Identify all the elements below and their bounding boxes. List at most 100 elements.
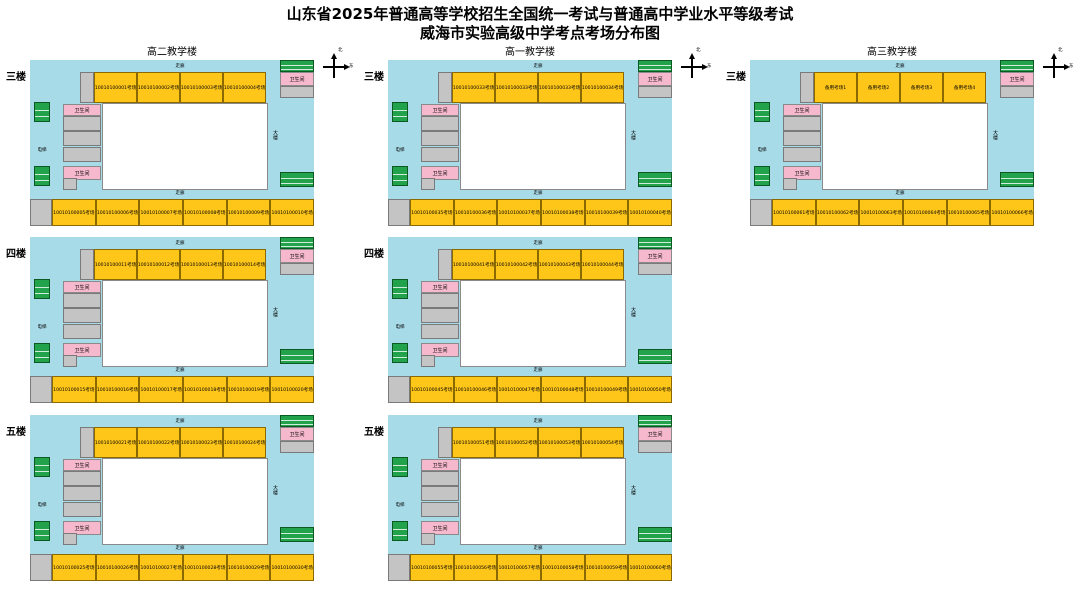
storage-block [30, 376, 52, 403]
service-room [63, 324, 101, 339]
toilet: 卫生间 [638, 249, 672, 263]
compass-east-label: 东 [707, 64, 712, 69]
stairwell [34, 279, 50, 299]
toilet: 卫生间 [280, 249, 314, 263]
toilet: 卫生间 [638, 427, 672, 441]
exam-room: 10010100003考场 [180, 72, 223, 103]
corridor-label-bottom: 走廊 [175, 546, 185, 551]
service-room [63, 308, 101, 323]
service-room [638, 263, 672, 275]
exam-room: 10010100004考场 [223, 72, 266, 103]
courtyard [822, 103, 988, 190]
compass-icon [1040, 53, 1074, 79]
exam-room: 10010100038考场 [541, 199, 585, 226]
stairwell [34, 166, 50, 186]
stairwell [280, 172, 314, 187]
stairs-label: 大楼 [272, 130, 278, 140]
stairwell [280, 237, 314, 249]
service-room [421, 131, 459, 146]
storage-block [750, 199, 772, 226]
service-room [421, 308, 459, 323]
exam-room: 10010100018考场 [183, 376, 227, 403]
exam-room: 10010100019考场 [226, 376, 271, 403]
sub-title: 威海市实验高级中学考点考场分布图 [419, 24, 660, 42]
toilet: 卫生间 [280, 72, 314, 86]
courtyard [460, 458, 626, 545]
exam-room: 10010100021考场 [94, 427, 137, 458]
toilet: 卫生间 [638, 72, 672, 86]
exam-room: 10010100002考场 [137, 72, 180, 103]
service-room [421, 147, 459, 162]
stairs-label: 大楼 [272, 485, 278, 495]
elevator-label: 电梯 [757, 148, 767, 153]
floor-label: 四楼 [6, 249, 26, 260]
building-name: 高二教学楼 [147, 47, 197, 58]
stair-block [421, 355, 435, 367]
service-room [421, 471, 459, 486]
stairwell [392, 521, 408, 541]
toilet: 卫生间 [783, 166, 821, 180]
toilet: 卫生间 [280, 427, 314, 441]
corridor-label-bottom: 走廊 [533, 368, 543, 373]
service-room [638, 86, 672, 98]
exam-room: 10010100051考场 [452, 427, 495, 458]
service-room [638, 441, 672, 453]
floor-label: 四楼 [364, 249, 384, 260]
exam-room: 10010100058考场 [541, 554, 585, 581]
stair-block [421, 533, 435, 545]
exam-room: 10010100006考场 [95, 199, 140, 226]
stairwell [638, 237, 672, 249]
exam-room: 10010100064考场 [903, 199, 947, 226]
courtyard [102, 103, 268, 190]
stairs-label: 大楼 [630, 485, 636, 495]
exam-room: 10010100022考场 [137, 427, 180, 458]
compass-east-label: 东 [349, 64, 354, 69]
compass-icon [678, 53, 712, 79]
exam-room: 10010100007考场 [139, 199, 183, 226]
corridor-label-bottom: 走廊 [533, 191, 543, 196]
stairwell [638, 60, 672, 72]
exam-room: 10010100033考场 [495, 72, 538, 103]
exam-room: 10010100001考场 [94, 72, 137, 103]
exam-room: 10010100029考场 [226, 554, 271, 581]
elevator-label: 电梯 [395, 325, 405, 330]
corridor-label-bottom: 走廊 [175, 191, 185, 196]
toilet: 卫生间 [63, 521, 101, 535]
stairwell [34, 343, 50, 363]
exam-room: 10010100010考场 [270, 199, 314, 226]
building-name: 高三教学楼 [867, 47, 917, 58]
toilet: 卫生间 [421, 166, 459, 180]
service-room [421, 324, 459, 339]
stair-block [63, 355, 77, 367]
floor-label: 三楼 [364, 72, 384, 83]
exam-room: 10010100040考场 [628, 199, 672, 226]
stairs-label: 大楼 [630, 130, 636, 140]
floor-label: 三楼 [726, 72, 746, 83]
main-title: 山东省2025年普通高等学校招生全国统一考试与普通高中学业水平等级考试 [286, 5, 794, 23]
stairwell [280, 60, 314, 72]
exam-room: 10010100017考场 [139, 376, 183, 403]
exam-room: 10010100066考场 [990, 199, 1034, 226]
exam-room: 10010100008考场 [183, 199, 227, 226]
exam-room: 10010100036考场 [453, 199, 498, 226]
courtyard [460, 103, 626, 190]
exam-room: 10010100048考场 [541, 376, 585, 403]
service-room [783, 131, 821, 146]
courtyard [460, 280, 626, 367]
toilet: 卫生间 [63, 459, 101, 471]
service-room [63, 293, 101, 308]
corridor-label-top: 走廊 [175, 241, 185, 246]
exam-room: 10010100042考场 [495, 249, 538, 280]
service-room [280, 86, 314, 98]
stair-block [80, 72, 94, 103]
exam-room: 10010100033考场 [452, 72, 495, 103]
storage-block [30, 199, 52, 226]
floor-label: 三楼 [6, 72, 26, 83]
stairwell [1000, 60, 1034, 72]
corridor-label-bottom: 走廊 [175, 368, 185, 373]
exam-room: 10010100065考场 [946, 199, 991, 226]
service-room [63, 147, 101, 162]
